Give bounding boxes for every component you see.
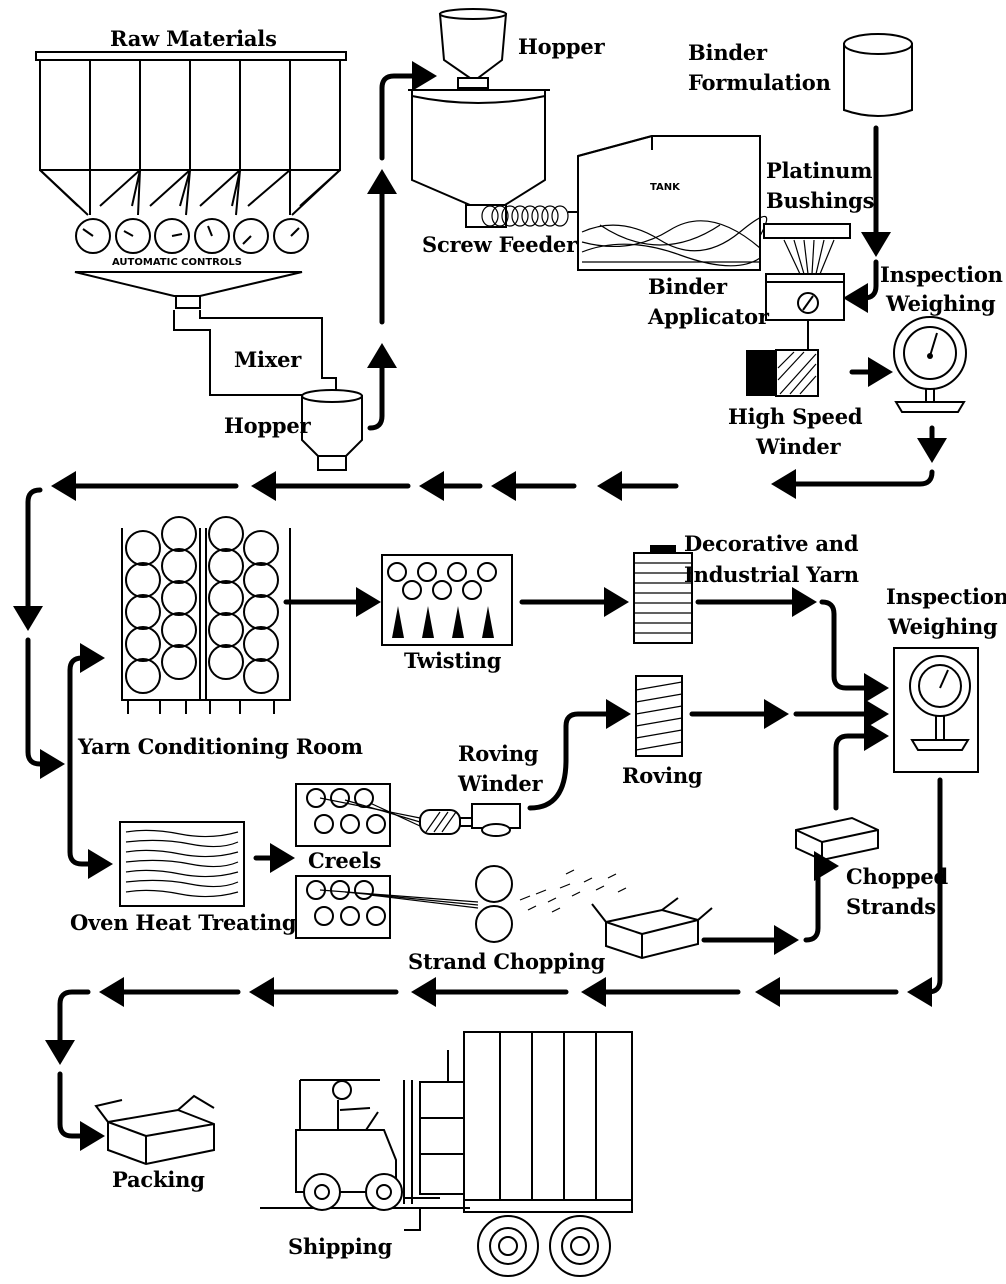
label-mixer: Mixer (234, 347, 301, 374)
label-screw-feeder: Screw Feeder (422, 232, 577, 259)
hopper-bottom (302, 390, 362, 470)
label-inspection-weighing-mid-2: Weighing (888, 614, 998, 641)
raw-material-silos (36, 52, 346, 215)
label-strand-chopping: Strand Chopping (408, 949, 605, 976)
binder-applicator (766, 274, 844, 350)
label-binder-formulation-1: Binder (688, 40, 767, 67)
label-roving-winder-2: Winder (458, 771, 542, 798)
label-twisting: Twisting (404, 648, 501, 675)
creel-lower (296, 876, 478, 938)
twisting-machine (382, 555, 512, 645)
roving-package (636, 676, 682, 756)
label-inspection-weighing-top-1: Inspection (880, 262, 1003, 289)
inspection-scale-top (894, 317, 966, 412)
label-binder-applicator-2: Applicator (648, 304, 769, 331)
label-automatic-controls: AUTOMATIC CONTROLS (112, 257, 242, 268)
packing-box (96, 1096, 214, 1164)
inspection-scale-middle (894, 648, 978, 772)
chopping-rollers (476, 866, 626, 942)
high-speed-winder (746, 350, 818, 396)
forklift (296, 1080, 440, 1210)
platinum-bushing (764, 224, 850, 274)
hopper-top (440, 9, 506, 88)
label-high-speed-winder-2: Winder (756, 434, 840, 461)
label-creels: Creels (308, 848, 381, 875)
label-tank: TANK (650, 182, 680, 193)
label-hopper-top: Hopper (518, 34, 604, 61)
label-yarn-conditioning-room: Yarn Conditioning Room (78, 734, 363, 761)
label-platinum-bushings-1: Platinum (766, 158, 872, 185)
label-hopper-bottom: Hopper (224, 413, 310, 440)
roving-winder-machine (420, 804, 520, 836)
label-raw-materials: Raw Materials (110, 26, 277, 53)
label-high-speed-winder-1: High Speed (728, 404, 862, 431)
label-oven-heat-treating: Oven Heat Treating (70, 910, 296, 937)
label-decorative-yarn-1: Decorative and (684, 531, 858, 558)
label-packing: Packing (112, 1167, 205, 1194)
creel-upper (296, 784, 420, 846)
label-chopped-strands-1: Chopped (846, 864, 948, 891)
label-roving-winder-1: Roving (458, 741, 538, 768)
chopped-strands-box (796, 818, 878, 860)
label-decorative-yarn-2: Industrial Yarn (684, 562, 859, 589)
label-inspection-weighing-mid-1: Inspection (886, 584, 1006, 611)
label-shipping: Shipping (288, 1234, 392, 1261)
label-binder-applicator-1: Binder (648, 274, 727, 301)
oven (120, 822, 244, 906)
yarn-spool (634, 545, 692, 643)
label-inspection-weighing-top-2: Weighing (886, 291, 996, 318)
yarn-conditioning-rack (122, 517, 290, 714)
mixer-funnel (75, 272, 336, 395)
label-platinum-bushings-2: Bushings (766, 188, 874, 215)
label-binder-formulation-2: Formulation (688, 70, 831, 97)
gauges (76, 219, 308, 253)
chop-bin (592, 898, 712, 958)
tank (578, 136, 767, 270)
binder-drum (844, 34, 912, 116)
label-roving: Roving (622, 763, 702, 790)
screw-feeder-vessel (408, 90, 578, 227)
label-chopped-strands-2: Strands (846, 894, 936, 921)
